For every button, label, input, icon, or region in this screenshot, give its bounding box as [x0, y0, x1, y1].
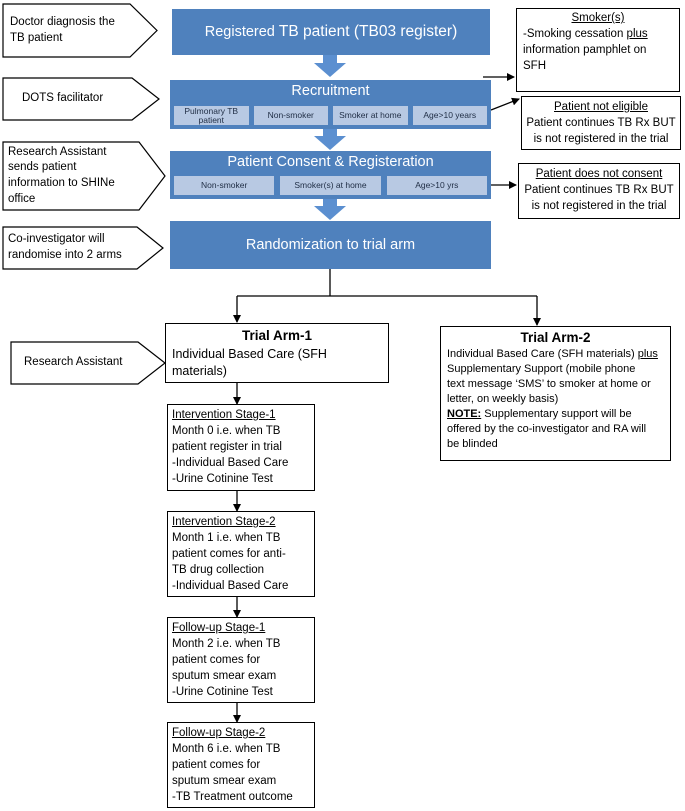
- blue-down-arrow-2: [314, 128, 346, 150]
- criteria-smoker-at-home: Smoker at home: [333, 106, 408, 125]
- consent-criteria-non-smoker: Non-smoker: [174, 176, 275, 195]
- ra-line-1: Research Assistant: [24, 356, 123, 369]
- label-ra-send: Research Assistant sends patient informa…: [2, 141, 166, 211]
- stage3-line-3: sputum smear exam: [172, 670, 277, 683]
- randomization-title: Randomization to trial arm: [245, 237, 416, 253]
- stage2-line-4: -Individual Based Care: [172, 580, 289, 593]
- intervention-stage-2-box: Intervention Stage-2 Month 1 i.e. when T…: [167, 511, 315, 597]
- trial-arm-1-box: Trial Arm-1 Individual Based Care (SFH m…: [165, 323, 389, 383]
- stage2-line-2: patient comes for anti-: [172, 548, 286, 561]
- arm2-note: NOTE: Supplementary support will be: [447, 407, 664, 422]
- arm2-line-1: Individual Based Care (SFH materials) pl…: [447, 347, 664, 362]
- arm2-note-line-2: offered by the co-investigator and RA wi…: [447, 423, 647, 436]
- stage1-line-1: Month 0 i.e. when TB: [172, 425, 281, 438]
- follow-up-stage-2-box: Follow-up Stage-2 Month 6 i.e. when TB p…: [167, 722, 315, 808]
- label-ra: Research Assistant: [10, 341, 166, 385]
- coinv-line-1: Co-investigator will: [8, 233, 105, 246]
- label-dots: DOTS facilitator: [2, 77, 160, 121]
- not-eligible-line-1: Patient continues TB Rx BUT: [526, 116, 676, 129]
- not-eligible-box: Patient not eligible Patient continues T…: [521, 96, 681, 150]
- smokers-line-3: SFH: [523, 59, 546, 72]
- arm2-line-4: letter, on weekly basis): [447, 393, 559, 406]
- recruitment-box: Recruitment Pulmonary TB patient Non-smo…: [170, 80, 491, 129]
- smokers-plus: plus: [626, 27, 648, 40]
- smokers-line-1-text: -Smoking cessation: [523, 27, 627, 40]
- consent-box: Patient Consent & Registeration Non-smok…: [170, 151, 491, 199]
- registered-prefix: Registered: [204, 24, 279, 40]
- stage1-line-3: -Individual Based Care: [172, 457, 289, 470]
- stage2-line-3: TB drug collection: [172, 564, 265, 577]
- stage4-line-3: sputum smear exam: [172, 775, 277, 788]
- dots-line-1: DOTS facilitator: [22, 92, 104, 105]
- coinv-line-2: randomise into 2 arms: [8, 249, 122, 261]
- registered-box: Registered TB patient (TB03 register): [172, 9, 490, 55]
- doctor-line-2: TB patient: [10, 31, 63, 44]
- intervention-stage-1-box: Intervention Stage-1 Month 0 i.e. when T…: [167, 404, 315, 491]
- arm2-line-1-text: Individual Based Care (SFH materials): [447, 348, 638, 361]
- randomization-box: Randomization to trial arm: [170, 221, 491, 269]
- stage1-title: Intervention Stage-1: [172, 409, 276, 421]
- criteria-pulmonary-tb: Pulmonary TB patient: [174, 106, 249, 125]
- stage3-line-4: -Urine Cotinine Test: [172, 686, 273, 699]
- label-doctor: Doctor diagnosis the TB patient: [2, 3, 158, 58]
- ra-send-line-4: office: [8, 192, 36, 205]
- stage3-title: Follow-up Stage-1: [172, 622, 266, 634]
- label-coinv: Co-investigator will randomise into 2 ar…: [2, 226, 164, 270]
- arm1-line-1: Individual Based Care (SFH: [172, 346, 327, 361]
- stage4-title: Follow-up Stage-2: [172, 727, 266, 739]
- stage4-line-1: Month 6 i.e. when TB: [172, 743, 281, 756]
- arm1-title: Trial Arm-1: [241, 328, 313, 343]
- no-consent-line-2: is not registered in the trial: [531, 199, 667, 212]
- consent-title: Patient Consent & Registeration: [227, 154, 434, 170]
- arm2-note-line-3: be blinded: [447, 438, 498, 451]
- no-consent-title: Patient does not consent: [535, 168, 663, 180]
- arm1-line-2: materials): [172, 363, 227, 378]
- stage2-line-1: Month 1 i.e. when TB: [172, 532, 281, 545]
- consent-criteria-smokers-at-home: Smoker(s) at home: [280, 176, 381, 195]
- stage1-line-4: -Urine Cotinine Test: [172, 473, 273, 486]
- consent-criteria-age: Age>10 yrs: [386, 176, 487, 195]
- registered-suffix: TB patient (TB03 register): [278, 23, 458, 40]
- recruitment-title: Recruitment: [291, 83, 370, 99]
- smokers-box: Smoker(s) -Smoking cessation plus inform…: [516, 8, 680, 92]
- trial-arm-2-box: Trial Arm-2 Individual Based Care (SFH m…: [440, 326, 671, 461]
- arm2-line-3: text message ‘SMS’ to smoker at home or: [447, 378, 651, 391]
- stage2-title: Intervention Stage-2: [172, 516, 276, 528]
- smokers-line-1: -Smoking cessation plus: [523, 27, 673, 43]
- stage3-line-1: Month 2 i.e. when TB: [172, 638, 281, 651]
- arm2-note-label: NOTE:: [447, 408, 482, 421]
- arrow-to-not-eligible: [490, 97, 520, 111]
- stage4-line-2: patient comes for: [172, 759, 261, 772]
- blue-down-arrow-3: [314, 198, 346, 220]
- blue-down-arrow-1: [314, 55, 346, 77]
- arm2-title: Trial Arm-2: [520, 330, 591, 345]
- stage3-line-2: patient comes for: [172, 654, 261, 667]
- criteria-age: Age>10 years: [412, 106, 487, 125]
- stage1-line-2: patient register in trial: [172, 441, 282, 454]
- no-consent-box: Patient does not consent Patient continu…: [518, 163, 680, 219]
- stage4-line-4: -TB Treatment outcome: [172, 791, 293, 804]
- doctor-line-1: Doctor diagnosis the: [10, 15, 115, 28]
- criteria-non-smoker: Non-smoker: [253, 106, 328, 125]
- arm2-note-text: Supplementary support will be: [481, 408, 632, 421]
- arm2-line-2: Supplementary Support (mobile phone: [447, 363, 636, 376]
- smokers-line-2: information pamphlet on: [523, 43, 647, 56]
- smokers-title: Smoker(s): [571, 12, 625, 24]
- no-consent-line-1: Patient continues TB Rx BUT: [524, 183, 674, 196]
- not-eligible-line-2: is not registered in the trial: [533, 132, 669, 145]
- ra-send-line-3: information to SHINe: [8, 177, 115, 189]
- not-eligible-title: Patient not eligible: [554, 101, 648, 113]
- ra-send-line-2: sends patient: [8, 161, 77, 174]
- arm2-plus: plus: [637, 348, 658, 361]
- ra-send-line-1: Research Assistant: [8, 145, 107, 158]
- follow-up-stage-1-box: Follow-up Stage-1 Month 2 i.e. when TB p…: [167, 617, 315, 703]
